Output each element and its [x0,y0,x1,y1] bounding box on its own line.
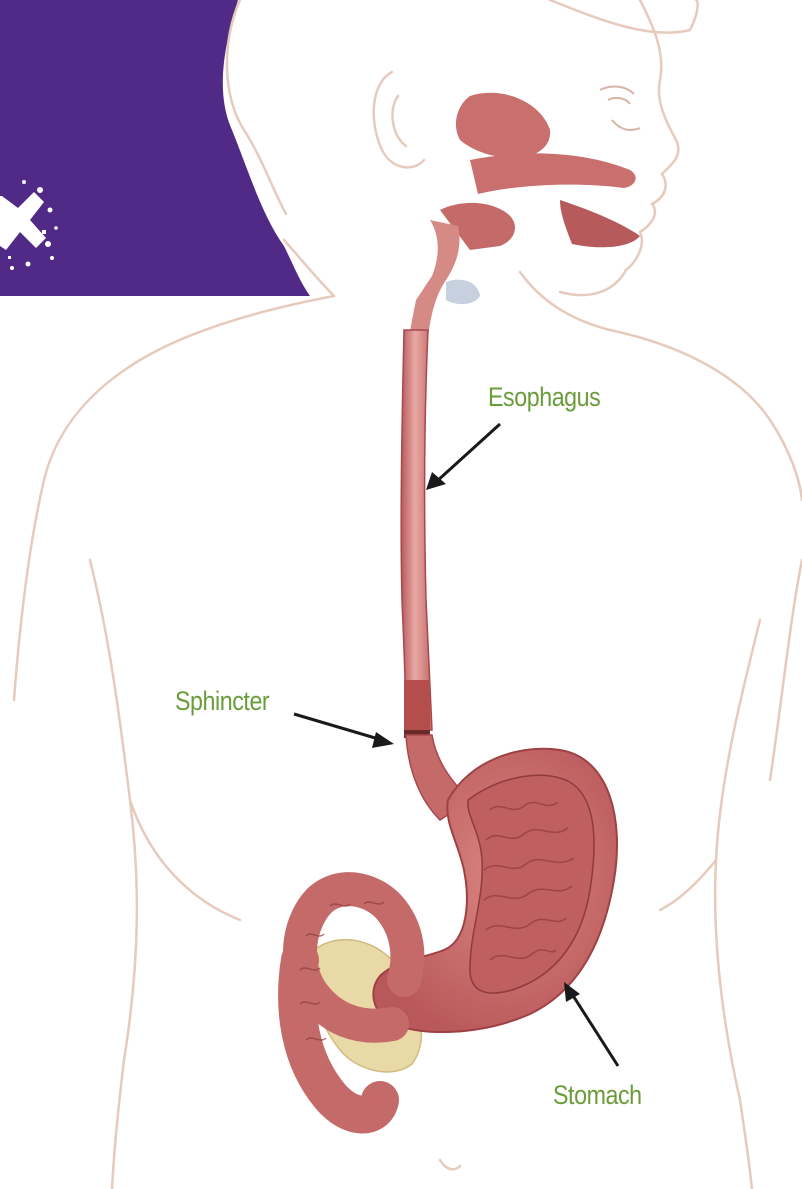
esophagus-label: Esophagus [488,382,600,413]
sphincter-arrow [294,714,394,748]
stomach-label: Stomach [553,1080,642,1111]
face-features [600,87,640,130]
esophagus-arrow [426,424,500,490]
purple-banner [0,0,310,296]
esophagus-tube [401,330,432,730]
sphincter-label: Sphincter [175,686,269,717]
larynx-cartilage [446,280,480,304]
stomach-arrow [564,982,618,1066]
oral-nasal-cavity [440,93,640,250]
sphincter-band [404,680,430,738]
